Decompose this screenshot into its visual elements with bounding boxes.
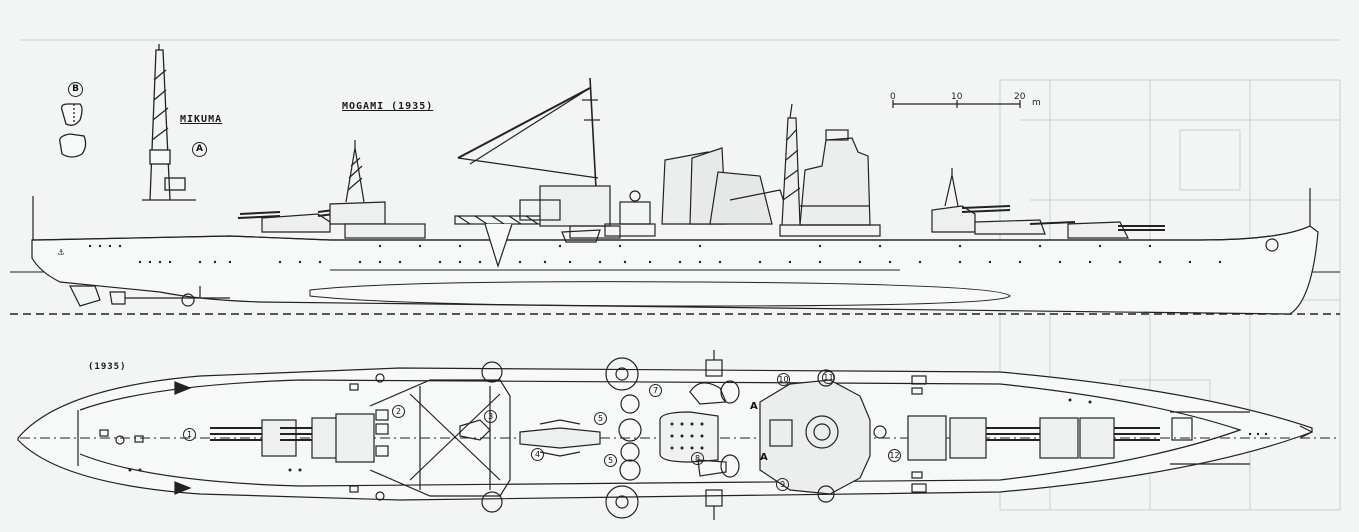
plan-marker-9: 9 [776, 478, 789, 491]
plan-marker-5a: 5 [594, 412, 607, 425]
plan-marker-2: 2 [392, 405, 405, 418]
plan-marker-a-bottom: A [760, 452, 768, 463]
plan-title: (1935) [88, 362, 127, 372]
marker-a: A [192, 142, 207, 157]
plan-details [128, 398, 1268, 472]
scale-tick-0: 0 [890, 92, 896, 102]
inset-title: MIKUMA [180, 114, 223, 125]
plan-marker-12: 12 [888, 449, 901, 462]
mikuma-inset [59, 44, 196, 201]
plan-marker-5b: 5 [604, 454, 617, 467]
marker-b: B [68, 82, 83, 97]
side-profile: ⚓ [10, 77, 1340, 315]
plan-marker-7: 7 [649, 384, 662, 397]
scale-unit: m [1032, 98, 1041, 108]
plan-marker-3: 3 [484, 410, 497, 423]
plan-marker-1: 1 [183, 428, 196, 441]
plan-marker-4: 4 [531, 448, 544, 461]
scale-tick-10: 10 [951, 92, 963, 102]
plan-marker-8: 8 [691, 452, 704, 465]
plan-marker-11: 11 [822, 371, 835, 384]
main-title: MOGAMI (1935) [342, 101, 434, 112]
scale-bar [892, 100, 1021, 108]
plan-marker-10: 10 [777, 373, 790, 386]
aft-turrets [210, 413, 375, 463]
forward-turrets [907, 415, 1160, 461]
plan-marker-a-top: A [750, 401, 758, 412]
svg-text:⚓: ⚓ [58, 247, 64, 258]
plan-view [17, 350, 1340, 520]
scale-tick-20: 20 [1014, 92, 1026, 102]
